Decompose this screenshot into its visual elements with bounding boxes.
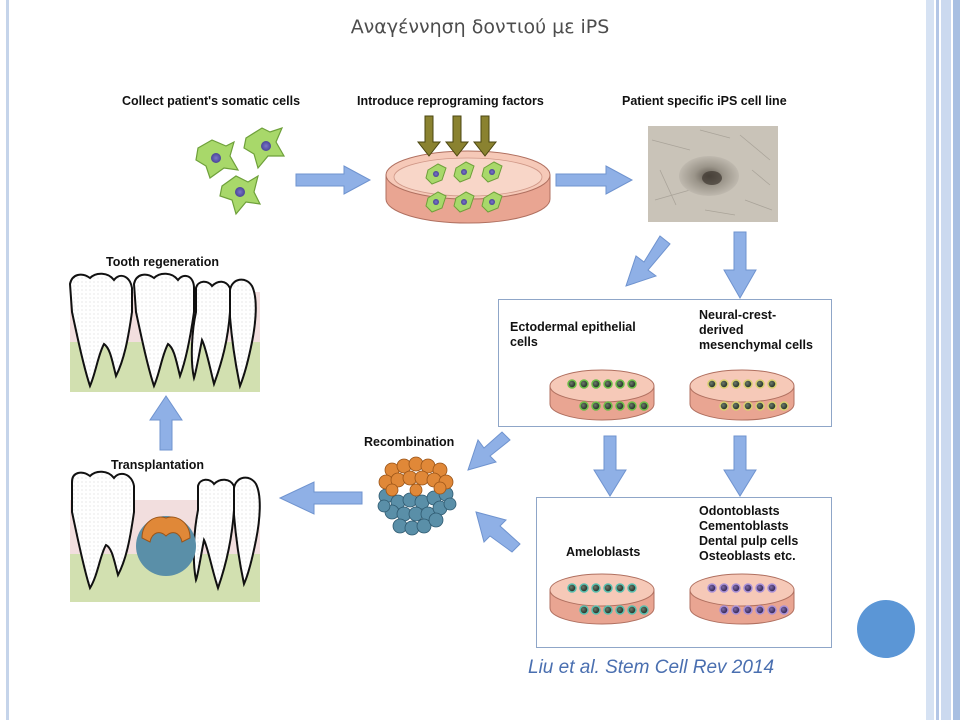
arrow-neural-to-odontoblasts: [723, 435, 757, 497]
citation: Liu et al. Stem Cell Rev 2014: [528, 657, 775, 678]
ips-colony-image: [648, 126, 778, 222]
arrow-ectoderm-to-ameloblasts: [593, 435, 627, 497]
transplantation-jaw-icon: [70, 470, 261, 602]
slide-frame-right: [922, 0, 960, 720]
slide-frame-left: [6, 0, 9, 720]
reprogramming-factor-arrows: [416, 115, 498, 157]
recombination-cluster-icon: [377, 456, 457, 536]
label-tooth-regeneration: Tooth regeneration: [106, 255, 219, 269]
ectodermal-dish-icon: [549, 369, 655, 421]
label-transplantation: Transplantation: [111, 458, 205, 472]
decorative-circle-icon: [857, 600, 915, 658]
label-recombination: Recombination: [364, 435, 455, 449]
ameloblast-dish-icon: [549, 573, 655, 625]
arrow-derived-to-recombination: [475, 511, 521, 553]
label-reprogramming-factors: Introduce reprograming factors: [357, 94, 544, 108]
mesenchymal-dish-icon: [689, 369, 795, 421]
arrow-ectoderm-to-recombination: [467, 431, 511, 471]
arrow-reprogram-to-ips: [555, 165, 634, 195]
label-ectodermal-cells: Ectodermal epithelial cells: [510, 320, 636, 349]
label-collect-cells: Collect patient's somatic cells: [122, 94, 301, 108]
slide-title: Αναγέννηση δοντιού με iPS: [350, 16, 610, 38]
arrow-ips-to-ectoderm: [625, 235, 671, 287]
label-odontoblasts-etc: Odontoblasts Cementoblasts Dental pulp c…: [699, 504, 799, 563]
label-mesenchymal-cells: Neural-crest- derived mesenchymal cells: [699, 308, 813, 352]
arrow-collect-to-reprogram: [295, 165, 372, 195]
label-ips-cell-line: Patient specific iPS cell line: [622, 94, 787, 108]
tooth-regeneration-icon: [68, 272, 260, 392]
label-ameloblasts: Ameloblasts: [566, 545, 641, 559]
reprogramming-dish-icon: [385, 150, 551, 224]
arrow-recombination-to-transplant: [278, 481, 363, 515]
odontoblast-dish-icon: [689, 573, 795, 625]
arrow-ips-to-neural: [723, 231, 757, 300]
somatic-cells-icon: [195, 127, 286, 216]
flow-arrows: [149, 165, 757, 553]
arrow-transplant-to-regeneration: [149, 395, 183, 451]
